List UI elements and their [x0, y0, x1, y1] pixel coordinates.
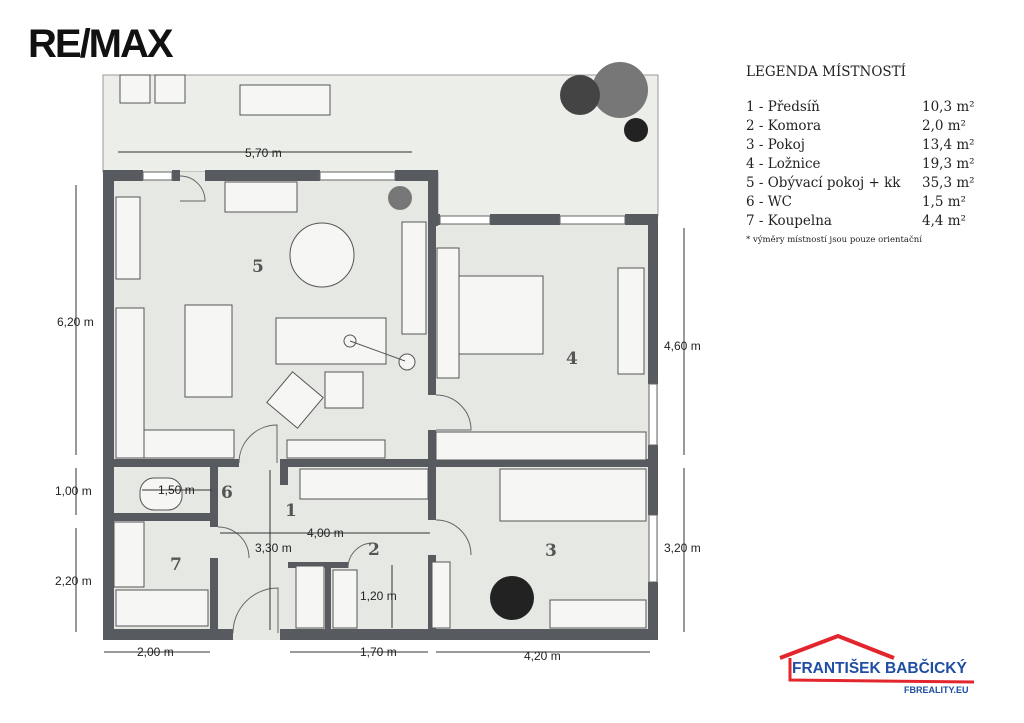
- legend-room-area: 10,3 m²: [922, 99, 975, 115]
- dim-left-bottom: 2,20 m: [55, 574, 92, 588]
- legend-room-name: 7 - Koupelna: [746, 213, 832, 229]
- room-number-3: 3: [545, 541, 557, 561]
- dim-storage: 1,20 m: [360, 589, 397, 603]
- legend-room-area: 35,3 m²: [922, 175, 975, 191]
- dim-hall-width: 4,00 m: [307, 526, 344, 540]
- room-number-2: 2: [368, 540, 380, 560]
- agency-logo: FRANTIŠEK BABČICKÝ FBREALITY.EU: [776, 632, 976, 697]
- legend-room-name: 2 - Komora: [746, 118, 822, 134]
- legend-row: 4 - Ložnice 19,3 m²: [746, 155, 975, 174]
- plants: [388, 62, 648, 620]
- legend-room-name: 4 - Ložnice: [746, 156, 821, 172]
- legend-row: 7 - Koupelna 4,4 m²: [746, 212, 975, 231]
- room-legend: LEGENDA MÍSTNOSTÍ 1 - Předsíň 10,3 m² 2 -…: [746, 64, 975, 245]
- dim-bottom-mid: 1,70 m: [360, 645, 397, 659]
- room-number-6: 6: [221, 483, 233, 503]
- legend-room-name: 3 - Pokoj: [746, 137, 805, 153]
- legend-row: 5 - Obývací pokoj + kk 35,3 m²: [746, 174, 975, 193]
- legend-room-area: 2,0 m²: [922, 118, 966, 134]
- agency-url: FBREALITY.EU: [904, 685, 969, 695]
- dim-hall-height: 3,30 m: [255, 541, 292, 555]
- dim-right-top: 4,60 m: [664, 339, 701, 353]
- legend-row: 6 - WC 1,5 m²: [746, 193, 975, 212]
- legend-row: 1 - Předsíň 10,3 m²: [746, 98, 975, 117]
- legend-row: 2 - Komora 2,0 m²: [746, 117, 975, 136]
- room-number-4: 4: [566, 349, 578, 369]
- house-roof-icon: [779, 633, 975, 684]
- legend-title: LEGENDA MÍSTNOSTÍ: [746, 64, 907, 80]
- dim-left-mid: 1,00 m: [55, 484, 92, 498]
- legend-room-area: 4,4 m²: [922, 213, 966, 229]
- legend-room-name: 1 - Předsíň: [746, 99, 820, 115]
- dim-bottom-right: 4,20 m: [524, 649, 561, 663]
- doors: [179, 175, 472, 634]
- legend-note: * výměry místností jsou pouze orientační: [746, 235, 922, 245]
- dim-right-bottom: 3,20 m: [664, 541, 701, 555]
- dim-left-top: 6,20 m: [57, 315, 94, 329]
- dim-wc: 1,50 m: [158, 483, 195, 497]
- legend-room-name: 6 - WC: [746, 194, 792, 210]
- remax-logo: RE/MAX: [28, 22, 174, 66]
- room-number-1: 1: [285, 501, 297, 521]
- dimension-lines: [75, 151, 685, 653]
- dim-bottom-left: 2,00 m: [137, 645, 174, 659]
- furniture: [113, 74, 647, 629]
- room-number-5: 5: [252, 257, 264, 277]
- legend-room-area: 13,4 m²: [922, 137, 975, 153]
- legend-room-area: 1,5 m²: [922, 194, 966, 210]
- windows: [142, 171, 658, 583]
- legend-room-area: 19,3 m²: [922, 156, 975, 172]
- legend-room-name: 5 - Obývací pokoj + kk: [746, 175, 901, 191]
- legend-row: 3 - Pokoj 13,4 m²: [746, 136, 975, 155]
- walls: [103, 170, 658, 640]
- agency-name: FRANTIŠEK BABČICKÝ: [792, 660, 967, 677]
- dim-terrace-width: 5,70 m: [245, 146, 282, 160]
- room-number-7: 7: [170, 555, 182, 575]
